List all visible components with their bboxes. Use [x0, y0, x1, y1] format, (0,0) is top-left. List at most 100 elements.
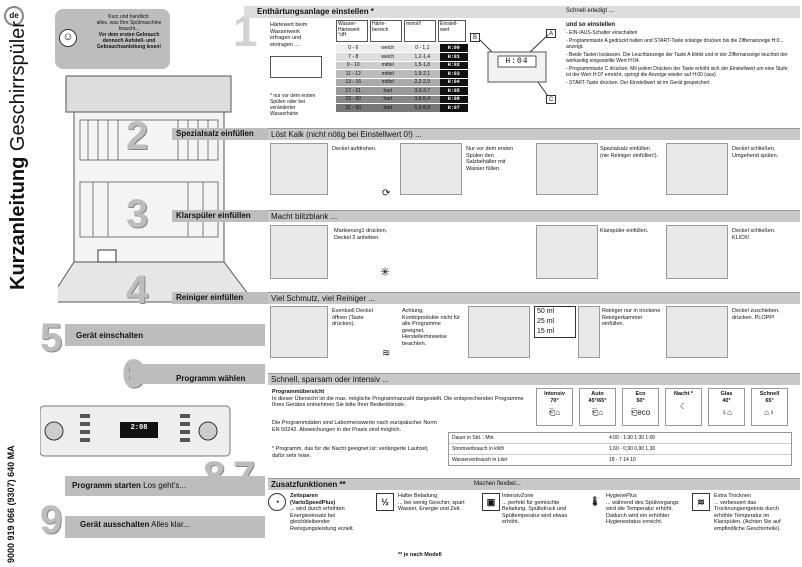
overview-text: In dieser Übersicht ist die max. möglich…	[272, 395, 524, 409]
side-code: 9000 919 066 (9307) 640 MA	[6, 445, 16, 563]
dishwasher-illustration	[47, 72, 268, 304]
section-6-bar: Schnell, sparsam oder intensiv ...	[268, 373, 800, 385]
func-title: Zeitsparen (VarioSpeedPlus)	[290, 493, 336, 506]
half-load-icon: ½	[376, 493, 394, 511]
tip-text: Kurz und handlich: alles, was Ihre Spülm…	[89, 14, 169, 50]
salt-step-4: Deckel schließen. Umgehend spülen.	[732, 146, 779, 159]
hardness-dh: 17 - 21	[336, 86, 371, 96]
detergent-step-2: Achtung, Kombiprodukte nicht für alle Pr…	[402, 308, 461, 347]
section-2-bar: Löst Kalk (nicht nötig bei Einstellwert …	[268, 128, 800, 140]
func-title: Extra Trocknen	[714, 493, 751, 499]
detergent-close-image	[666, 306, 728, 358]
hardness-range: hart	[370, 95, 406, 104]
night-note: * Programm, das für die Nacht geeignet i…	[272, 446, 429, 459]
col-header: mmol/l	[404, 20, 436, 42]
section-9-title: Gerät ausschalten Alles klar...	[80, 520, 190, 529]
smiley-icon: ☺	[59, 29, 77, 47]
section-7-title: Programm starten Los geht's...	[72, 481, 186, 490]
hardness-setting: H:01	[439, 52, 468, 62]
salt-step-1: Deckel aufdrehen.	[332, 146, 377, 152]
program-symbol-icon: ⌂♀	[764, 408, 775, 417]
row-value: 1,60 - 0,90 0,90 1,30	[609, 446, 656, 452]
hardness-table-header: Wasser-Härtewert °dH Härte-bereich mmol/…	[336, 20, 468, 44]
section-9-title-bold: Gerät ausschalten	[80, 520, 150, 529]
hardness-setting: H:06	[439, 95, 468, 104]
detergent-chamber-image	[578, 306, 600, 358]
salt-cap-image	[270, 143, 328, 195]
salt-fill-image	[536, 143, 598, 195]
hardness-range: hart	[370, 103, 406, 113]
program-name: Nacht *	[674, 391, 693, 397]
hardness-setting: H:03	[439, 69, 468, 79]
hardness-range: weich	[370, 44, 406, 53]
tip-line: Kurz und handlich:	[108, 14, 150, 20]
how-to-set: und so einstellen - EIN-/AUS-Schalter ei…	[566, 22, 794, 86]
salt-close-image	[666, 143, 728, 195]
func-text: ... perfekt für gemischte Beladung. Spül…	[502, 499, 568, 526]
rinse-fill-image	[536, 225, 598, 279]
program-3: Nacht * ☾	[665, 388, 702, 426]
rinse-open-image	[270, 225, 328, 279]
section-1-bar: Enthärtungsanlage einstellen * Schnell e…	[244, 6, 800, 18]
func-intensive-zone: IntensivZone... perfekt für gemischte Be…	[502, 493, 570, 526]
func-hygiene: HygienePlus... während des Spülvorgangs …	[606, 493, 684, 526]
program-temp: 50°	[636, 397, 645, 404]
hardness-mmol: 5,5-8,9	[405, 103, 440, 113]
func-title: IntensivZone	[502, 493, 534, 499]
hardness-dh: 9 - 10	[336, 61, 371, 70]
func-text: ... wird durch erhöhten Energieeinsatz b…	[290, 506, 355, 532]
detergent-step-1: Eventuell Deckel öffnen (Taste drücken).	[332, 308, 373, 327]
row-label: Stromverbrauch in kWh	[452, 446, 505, 452]
detergent-step-3: Reiniger nur in trockene Reinigerkammer …	[602, 308, 661, 327]
label-b: B	[470, 33, 480, 42]
hardness-mmol: 1,5-1,8	[405, 61, 440, 70]
section-4-bar: Viel Schmutz, viel Reiniger ...	[268, 292, 800, 304]
section-8-note: Machen flexibel...	[474, 481, 521, 487]
hardness-dh: 22 - 30	[336, 95, 371, 104]
section-1-title: Enthärtungsanlage einstellen *	[257, 7, 374, 16]
program-symbol-icon: ⎗⌂	[548, 408, 561, 417]
duration-row: Dauer in Std. : Min. 4:00 - 1:30 1:30 1:…	[449, 433, 791, 444]
section-7-title-bold: Programm starten	[72, 481, 141, 490]
program-overview: Programmübersicht In dieser Übersicht is…	[272, 389, 534, 409]
hardness-mmol: 1,9-2,1	[405, 69, 440, 79]
func-half-load: Halbe Beladung... bei wenig Geschirr, sp…	[398, 493, 468, 513]
tip-line: dennoch Aufstell- und	[102, 38, 156, 44]
rinse-step-2: Klarspüler einfüllen.	[600, 228, 649, 234]
how-step: - Programmtaste C drücken. Mit jedem Drü…	[566, 66, 789, 78]
program-symbol-icon: ☾	[679, 401, 688, 411]
hardness-dh: 13 - 16	[336, 78, 371, 87]
col-header: Härte-bereich	[370, 20, 402, 42]
func-extra-dry: Extra Trocknen... verbessert das Trocknu…	[714, 493, 794, 532]
section-8-title: Zusatzfunktionen **	[271, 480, 346, 489]
hardness-intro: Härtewert beim Wasserwerk erfragen und e…	[270, 22, 308, 48]
section-3-title-strip: Klarspüler einfüllen	[172, 210, 268, 222]
tip-line: Gebrauchsanleitung lesen!	[96, 44, 162, 50]
how-step: - START-Taste drücken. Der Einstellwert …	[566, 80, 711, 86]
side-title-bold: Kurzanleitung	[7, 156, 29, 290]
program-name: Glas	[720, 391, 733, 397]
sparkle-icon: ✳	[380, 265, 391, 279]
section-9-sub: Alles klar...	[151, 520, 190, 529]
program-name: Intensiv	[544, 391, 565, 397]
program-symbol-icon: ⎗eco	[630, 408, 651, 417]
hardness-dh: 11 - 12	[336, 69, 371, 79]
program-name: Eco	[635, 391, 646, 397]
hardness-dh: 7 - 8	[336, 52, 371, 62]
hardness-mmol: 0 - 1,1	[405, 44, 440, 53]
hardness-setting: H:00	[439, 44, 468, 53]
func-text: ... verbessert das Trocknungsergebnis du…	[714, 499, 781, 532]
rinse-close-image	[666, 225, 728, 279]
hardness-entry-box[interactable]	[270, 56, 322, 78]
overview-title: Programmübersicht	[272, 389, 325, 395]
norm-note: Die Programmdaten sind Labormesswerte na…	[272, 420, 437, 433]
func-varispeed: Zeitsparen (VarioSpeedPlus)... wird durc…	[290, 493, 362, 532]
hardness-dh: 31 - 50	[336, 103, 371, 113]
salt-step-3: Spezialsalz einfüllen (nie Reiniger einf…	[600, 146, 659, 159]
